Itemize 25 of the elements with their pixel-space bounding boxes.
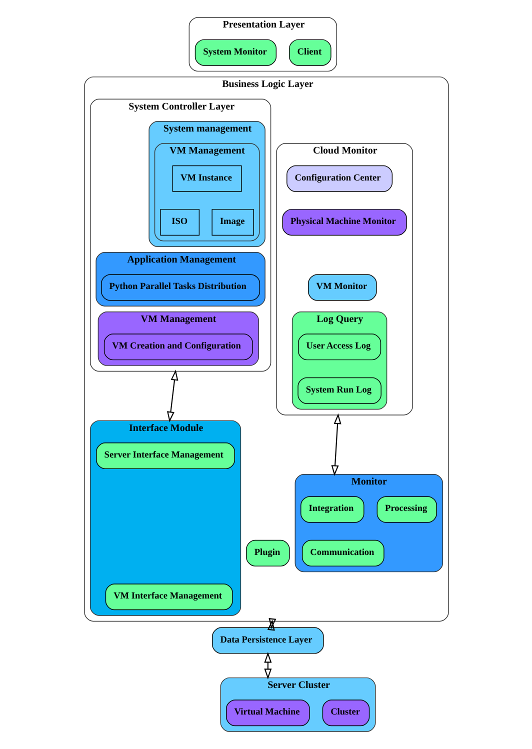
node-box: VM Interface Management: [104, 584, 232, 610]
arrow: [264, 652, 272, 680]
node-box: Cluster: [322, 700, 370, 726]
node-box: VM Creation and Configuration: [103, 334, 252, 360]
arrow: [266, 618, 276, 631]
node-box: Communication: [301, 540, 384, 566]
node-box: Processing: [376, 496, 436, 523]
node-box: VM Monitor: [308, 274, 376, 301]
node-box: Image: [211, 209, 254, 236]
arrow: [166, 370, 178, 422]
node-box: Server Interface Management: [96, 442, 234, 470]
node-box: System Monitor: [194, 39, 276, 66]
arrow: [330, 413, 341, 476]
node-box: Physical Machine Monitor: [282, 209, 406, 236]
node-box: Plugin: [246, 540, 290, 566]
node-box: ISO: [160, 209, 200, 236]
node-box: User Access Log: [298, 334, 381, 360]
node-box: Data Persistence Layer: [212, 627, 324, 654]
node-box: VM Instance: [172, 165, 242, 192]
node-box: Virtual Machine: [226, 700, 310, 726]
node-box: Python Parallel Tasks Distribution: [100, 274, 260, 301]
node-box: Integration: [300, 496, 364, 523]
node-box: System Run Log: [297, 377, 381, 404]
node-box: Configuration Center: [286, 165, 392, 192]
node-box: Client: [288, 39, 331, 66]
